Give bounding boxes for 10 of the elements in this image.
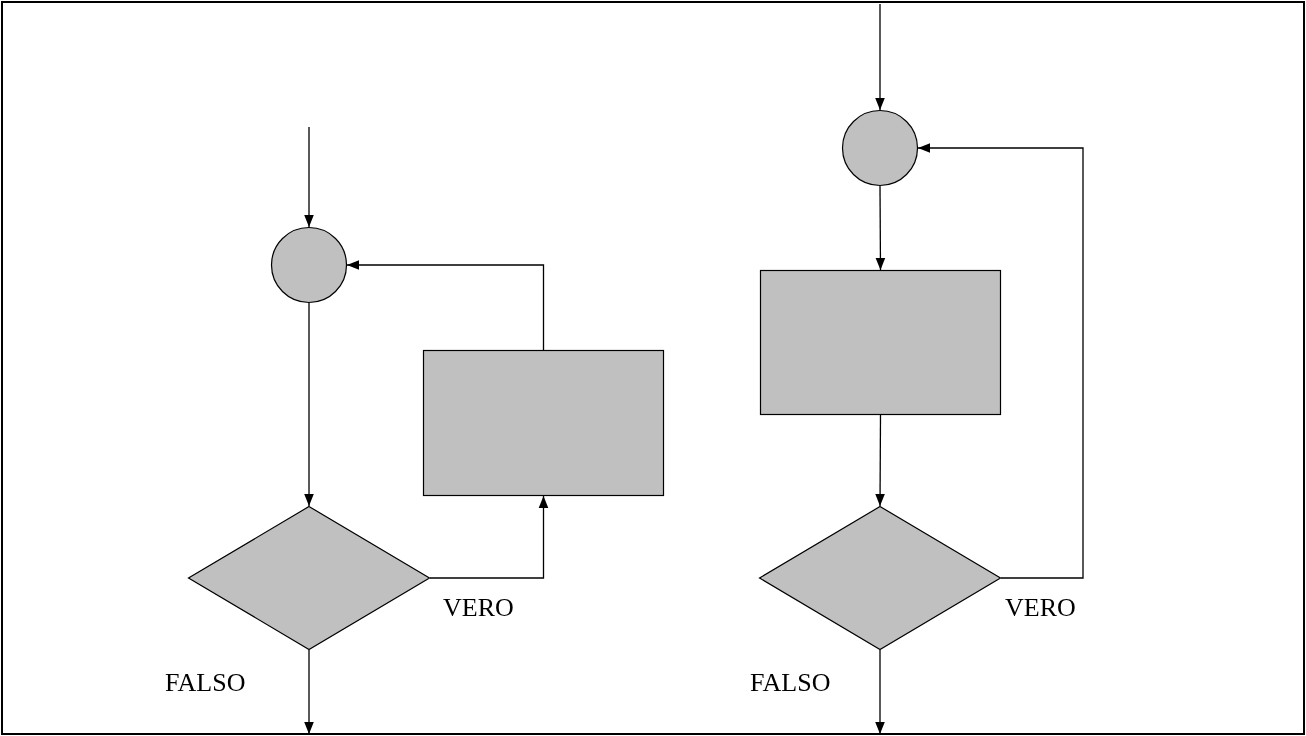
arrow [917, 143, 1084, 579]
arrow [304, 649, 314, 735]
arrow [304, 126, 314, 228]
arrow [875, 185, 886, 271]
arrow [875, 3, 885, 111]
arrow [304, 302, 314, 507]
arrow [346, 260, 545, 351]
arrow [875, 649, 885, 735]
arrow [429, 495, 549, 579]
arrow [875, 414, 885, 507]
